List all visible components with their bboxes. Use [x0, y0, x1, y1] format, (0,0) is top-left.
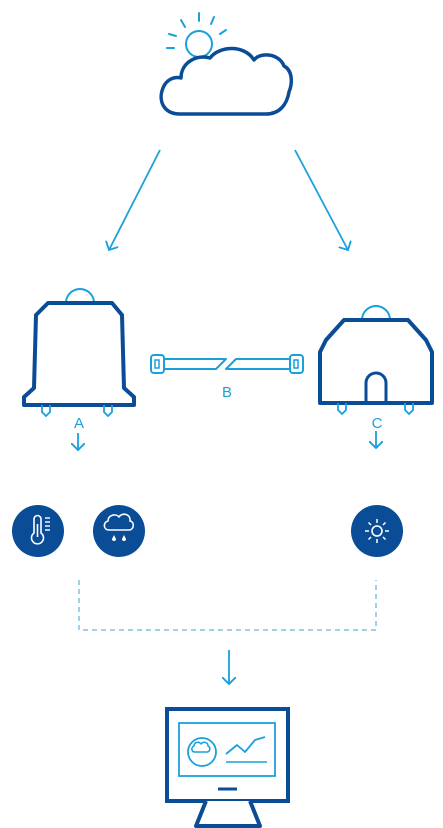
monitor-icon [165, 707, 290, 828]
cloud-icon [159, 46, 294, 116]
thermometer-icon [12, 505, 64, 557]
gauge-icon [187, 737, 217, 767]
dashed-connector [78, 580, 377, 631]
label-b: B [221, 384, 232, 401]
arrow-cloud-to-c [294, 149, 348, 250]
sensor-c-icon [318, 305, 434, 416]
label-c: C [371, 415, 383, 432]
label-a: A [73, 415, 84, 432]
arrow-cloud-to-a [109, 149, 161, 250]
chart-icon [225, 736, 267, 763]
sensor-a-icon [22, 288, 136, 418]
rain-cloud-icon [93, 505, 145, 557]
sun-small-icon [351, 505, 403, 557]
cable-icon [150, 354, 304, 374]
